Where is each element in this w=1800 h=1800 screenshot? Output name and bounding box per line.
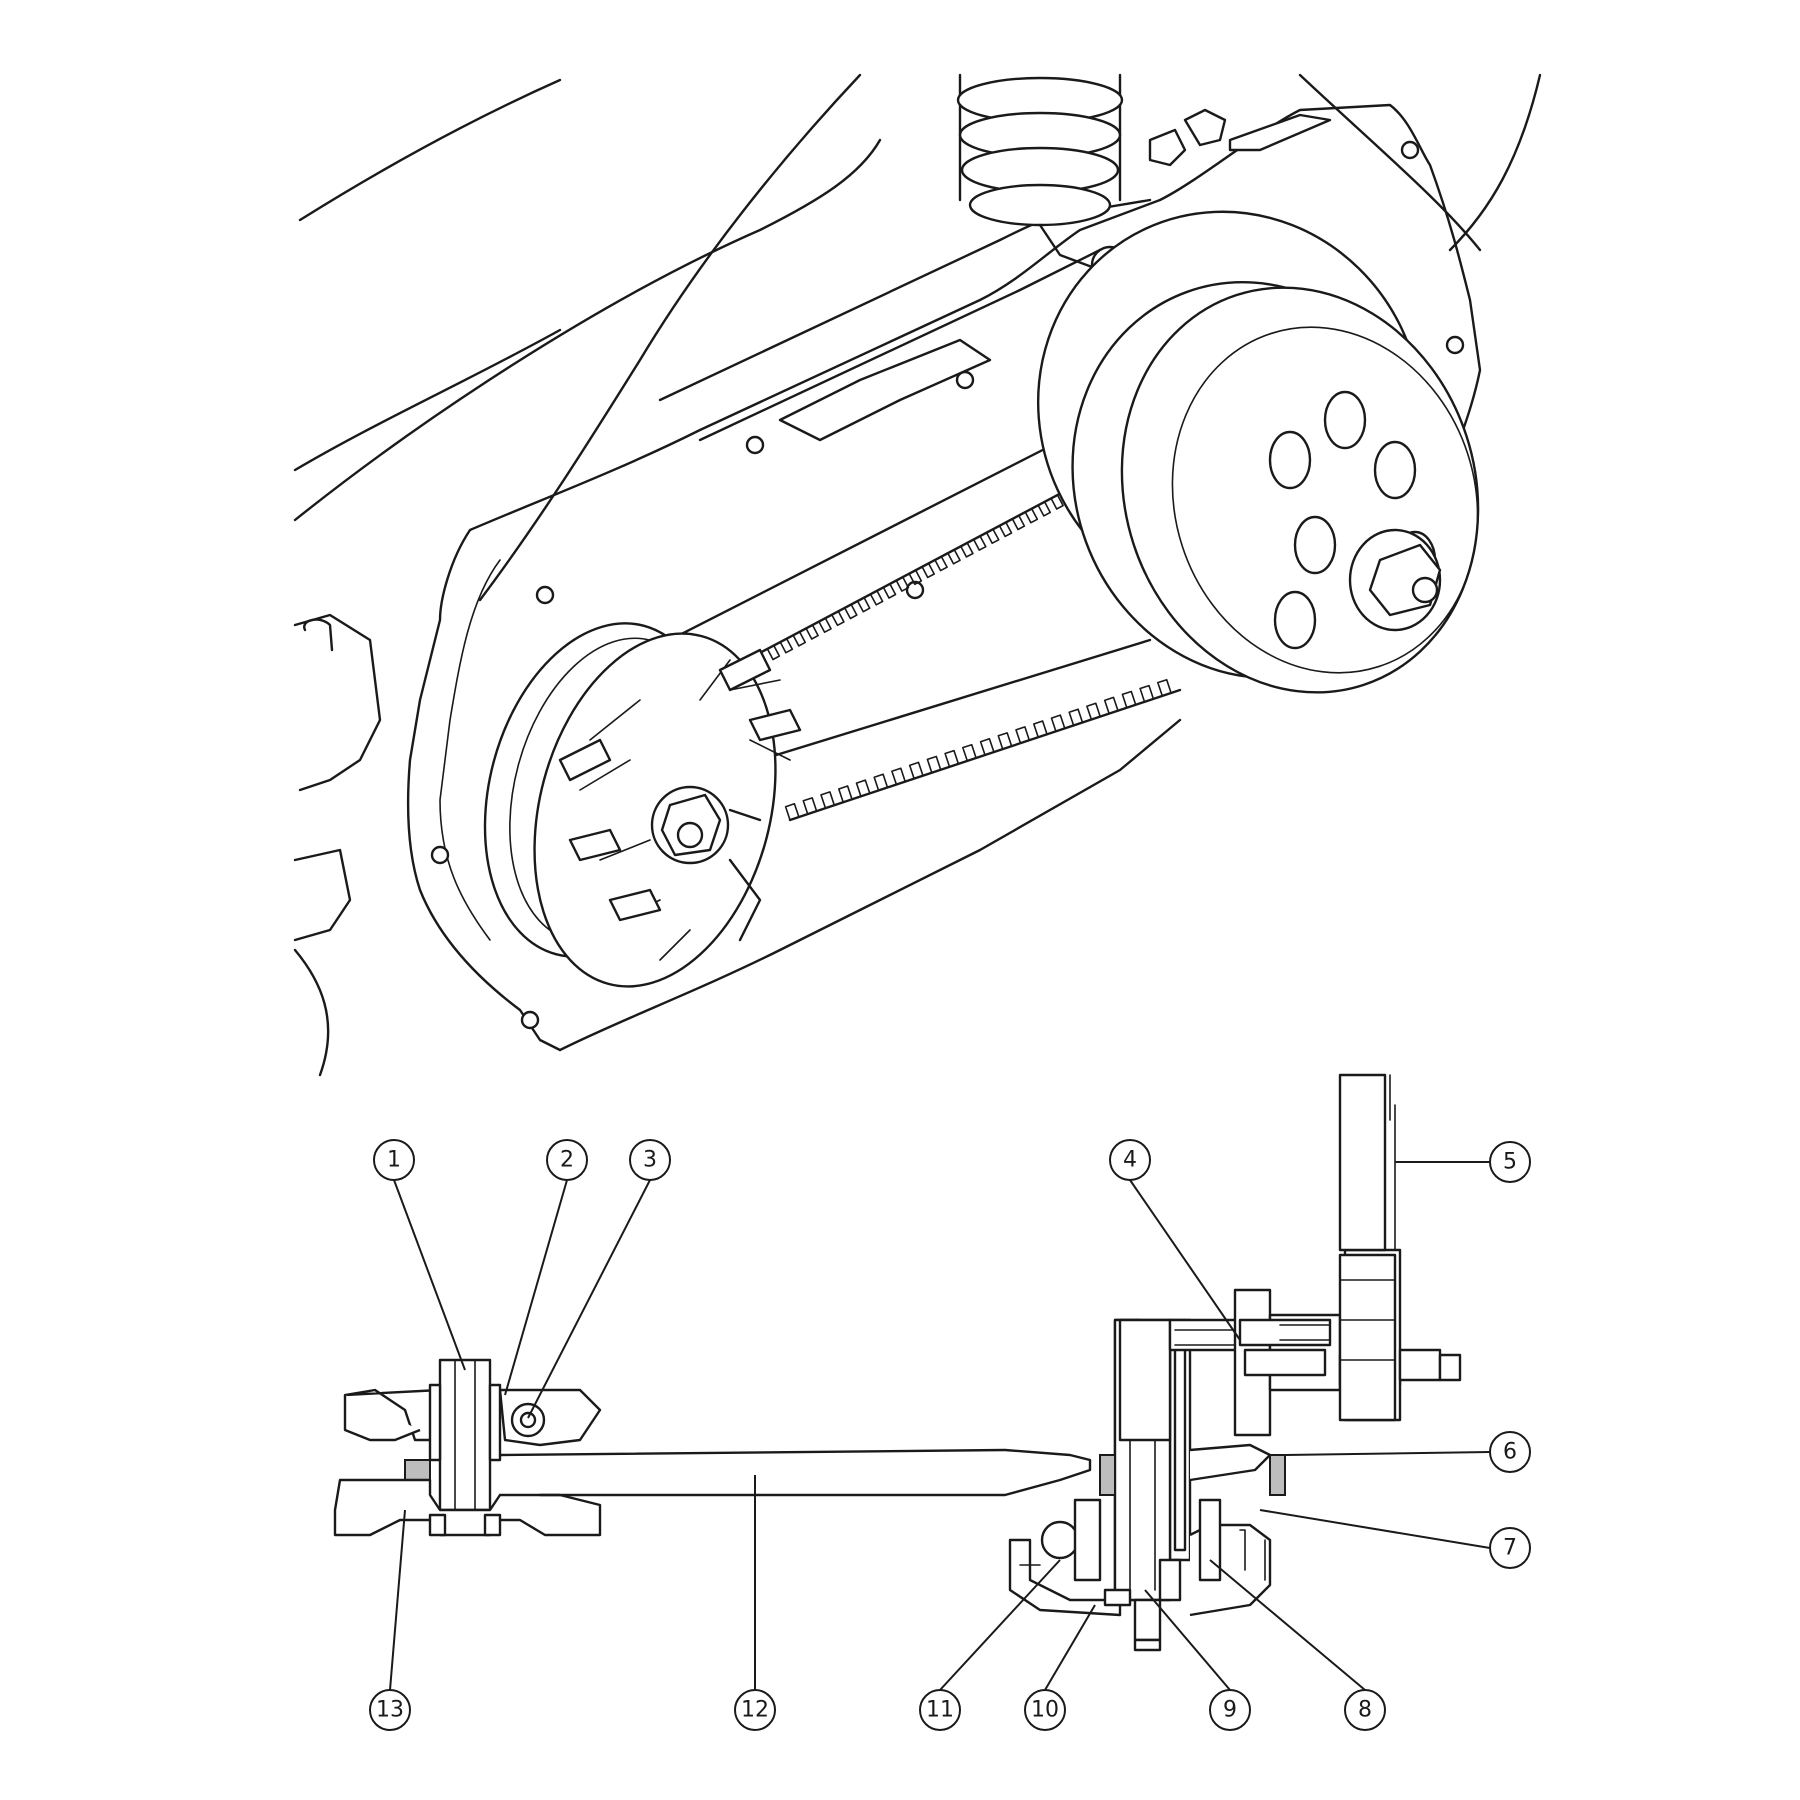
callout-1: 1 [373, 1139, 415, 1181]
callout-2: 2 [546, 1139, 588, 1181]
callout-label: 11 [926, 1698, 954, 1723]
frame-curve-2 [293, 138, 882, 522]
cover-bolt-3 [955, 370, 975, 390]
callout-8: 8 [1344, 1689, 1386, 1731]
frame-curve-4 [293, 328, 562, 472]
fitting-top [1183, 108, 1227, 147]
callout-10: 10 [1024, 1689, 1066, 1731]
callout-label: 12 [741, 1698, 769, 1723]
callout-label: 2 [560, 1148, 574, 1173]
callout-5: 5 [1489, 1141, 1531, 1183]
crankshaft-section [1118, 1073, 1462, 1442]
perspective-view [293, 73, 1542, 1077]
cover-flange-lower [558, 718, 1182, 1052]
belt-section [498, 1448, 1007, 1497]
frame-curve-6 [1448, 73, 1542, 252]
callout-12: 12 [734, 1689, 776, 1731]
callout-3: 3 [629, 1139, 671, 1181]
callout-label: 1 [387, 1148, 401, 1173]
cover-bolt-5 [1445, 335, 1465, 355]
cover-bolt-1 [535, 585, 555, 605]
callout-label: 10 [1031, 1698, 1059, 1723]
callout-label: 8 [1358, 1698, 1372, 1723]
bleed-fitting [1148, 128, 1187, 167]
primary-sheave-section [333, 1358, 602, 1537]
cross-section-view: 1 2 3 4 5 6 7 8 9 10 11 12 13 [333, 1073, 1531, 1731]
left-bracket-2 [293, 848, 352, 942]
cover-bolt-6 [430, 845, 450, 865]
secondary-sheave [1036, 210, 1480, 694]
arm-pad-1 [778, 338, 992, 442]
cover-bolt-2 [745, 435, 765, 455]
arm-pad-2 [1228, 113, 1332, 152]
leader-lines [389, 1161, 1491, 1691]
left-post [303, 618, 334, 652]
callout-label: 13 [376, 1698, 404, 1723]
cover-bolt-7 [520, 1010, 540, 1030]
frame-curve-3 [478, 73, 862, 602]
cover-inner-edge [439, 559, 501, 941]
shock-spring [956, 73, 1130, 285]
frame-curve-1 [298, 78, 562, 222]
callout-13: 13 [369, 1689, 411, 1731]
callout-7: 7 [1489, 1527, 1531, 1569]
left-bracket [293, 613, 382, 792]
callout-label: 3 [643, 1148, 657, 1173]
callout-label: 9 [1223, 1698, 1237, 1723]
callout-label: 4 [1123, 1148, 1137, 1173]
cover-bolt-8 [905, 580, 925, 600]
primary-sheave [483, 622, 802, 988]
frame-curve-5 [1298, 73, 1482, 252]
callout-9: 9 [1209, 1689, 1251, 1731]
callout-label: 5 [1503, 1150, 1517, 1175]
callout-11: 11 [919, 1689, 961, 1731]
left-lower-curve [293, 948, 330, 1077]
cover-bolt-4 [1400, 140, 1420, 160]
callout-6: 6 [1489, 1431, 1531, 1473]
callout-label: 7 [1503, 1536, 1517, 1561]
callout-4: 4 [1109, 1139, 1151, 1181]
callout-label: 6 [1503, 1440, 1517, 1465]
